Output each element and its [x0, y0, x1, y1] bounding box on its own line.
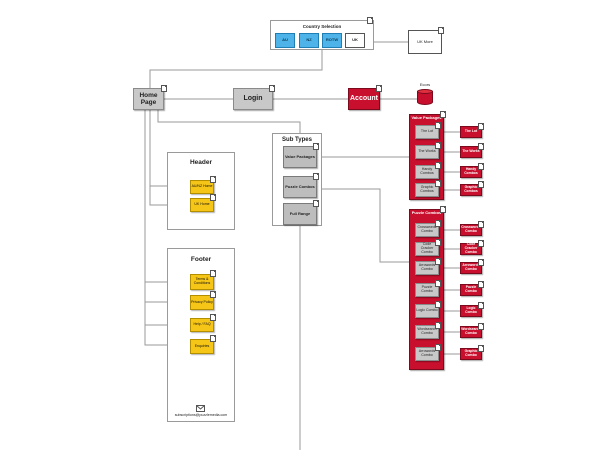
database-icon [417, 89, 433, 107]
header-item-uk-home[interactable]: UK Home [190, 198, 214, 212]
page-icon [435, 142, 441, 149]
page-icon [435, 280, 441, 287]
page-icon [435, 220, 441, 227]
puzzle-combo-item[interactable]: Logic Combo [415, 304, 439, 318]
value-package-detail-box[interactable]: The Works [460, 146, 482, 158]
value-package-item[interactable]: The Lot [415, 125, 439, 139]
puzzle-combo-detail-box[interactable]: Arrowords Combo [460, 262, 482, 274]
puzzle-combo-detail-box[interactable]: Code Cracker Combo [460, 243, 482, 255]
puzzle-combo-item[interactable]: Puzzle Combo [415, 283, 439, 297]
page-icon [478, 181, 484, 188]
page-icon [313, 173, 319, 180]
page-icon [440, 111, 446, 118]
page-icon [478, 221, 484, 228]
puzzle-combo-item[interactable]: Crosswords Combo [415, 223, 439, 237]
puzzle-combo-detail-box[interactable]: Wordsearch Combo [460, 326, 482, 338]
country-selection-title: Country Selection [302, 24, 342, 29]
puzzle-combo-item[interactable]: Wordsearch Combo [415, 325, 439, 339]
page-icon [478, 302, 484, 309]
page-icon [210, 176, 216, 183]
uk-more-box[interactable]: UK More [408, 30, 442, 54]
puzzle-combo-detail-box[interactable]: Logic Combo [460, 305, 482, 317]
footer-email-text[interactable]: subscriptions@puzzlemedia.com [174, 413, 228, 418]
value-package-detail-box[interactable]: Graphic Combos [460, 184, 482, 196]
page-icon [376, 85, 382, 92]
puzzle-combos-title: Puzzle Combos [411, 209, 442, 215]
header-panel-title: Header [189, 159, 213, 166]
page-icon [313, 200, 319, 207]
page-icon [478, 163, 484, 170]
login-box[interactable]: Login [233, 88, 273, 110]
subtype-puzzle-combos[interactable]: Puzzle Combos [283, 176, 317, 198]
value-package-item[interactable]: The Works [415, 145, 439, 159]
page-icon [435, 322, 441, 329]
value-package-detail-box[interactable]: Handy Combos [460, 166, 482, 178]
page-icon [210, 314, 216, 321]
subtype-value-packages[interactable]: Value Packages [283, 146, 317, 168]
page-icon [313, 143, 319, 150]
page-icon [210, 335, 216, 342]
page-icon [478, 259, 484, 266]
footer-item-privacy[interactable]: Privacy Policy [190, 295, 214, 310]
database-label: Ecors [419, 81, 431, 87]
country-au-button[interactable]: AU [275, 33, 295, 48]
page-icon [478, 345, 484, 352]
puzzle-combo-item[interactable]: Code Cracker Combo [415, 242, 439, 256]
page-icon [440, 206, 446, 213]
page-icon [210, 270, 216, 277]
page-icon [435, 122, 441, 129]
page-icon [367, 17, 373, 24]
page-icon [210, 194, 216, 201]
footer-item-enquiries[interactable]: Enquiries [190, 339, 214, 354]
page-icon [478, 281, 484, 288]
page-icon [435, 180, 441, 187]
subtype-full-range[interactable]: Full Range [283, 203, 317, 225]
value-package-item[interactable]: Handy Combos [415, 165, 439, 179]
country-nz-button[interactable]: NZ [299, 33, 319, 48]
page-icon [478, 323, 484, 330]
page-icon [435, 301, 441, 308]
footer-item-terms[interactable]: Terms & Conditions [190, 274, 214, 290]
subtypes-panel-title: Sub Types [282, 137, 312, 143]
footer-item-help[interactable]: Help / FAQ [190, 318, 214, 332]
puzzle-combo-item[interactable]: Arrowords Combo [415, 261, 439, 275]
page-icon [478, 240, 484, 247]
page-icon [478, 143, 484, 150]
page-icon [435, 258, 441, 265]
puzzle-combo-item[interactable]: Arrowords Combo [415, 347, 439, 361]
email-icon [196, 405, 205, 412]
page-icon [435, 239, 441, 246]
page-icon [435, 344, 441, 351]
footer-panel-title: Footer [190, 256, 212, 263]
value-packages-title: Value Packages [411, 114, 442, 120]
country-uk-button[interactable]: UK [345, 33, 365, 48]
page-icon [435, 162, 441, 169]
account-box[interactable]: Account [348, 88, 380, 110]
puzzle-combo-detail-box[interactable]: Crosswords Combo [460, 224, 482, 236]
value-package-item[interactable]: Graphic Combos [415, 183, 439, 197]
page-icon [161, 85, 167, 92]
page-icon [438, 27, 444, 34]
puzzle-combo-detail-box[interactable]: Graphic Combo [460, 348, 482, 360]
country-rotw-button[interactable]: ROTW [322, 33, 342, 48]
page-icon [210, 291, 216, 298]
page-icon [269, 85, 275, 92]
puzzle-combo-detail-box[interactable]: Puzzle Combo [460, 284, 482, 296]
home-page-box[interactable]: Home Page [133, 88, 164, 110]
value-package-detail-box[interactable]: The Lot [460, 126, 482, 138]
header-item-aunz-home[interactable]: AU/NZ Home [190, 180, 214, 194]
page-icon [478, 123, 484, 130]
